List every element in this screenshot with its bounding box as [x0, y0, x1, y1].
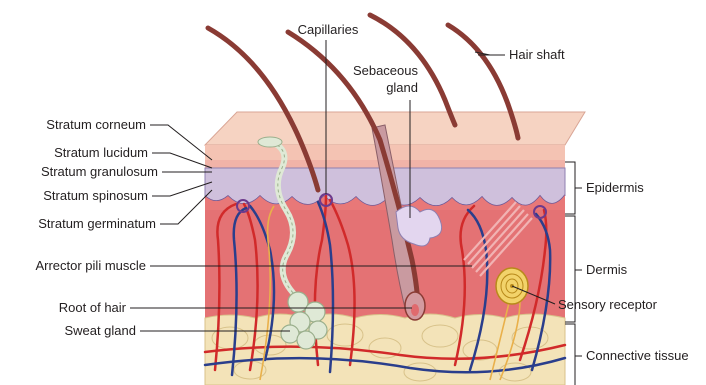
label-stratum-granulosum: Stratum granulosum [41, 164, 158, 179]
label-epidermis: Epidermis [586, 180, 644, 195]
label-stratum-germinatum: Stratum germinatum [38, 216, 156, 231]
label-sebaceous-gland-line2: gland [386, 80, 418, 95]
label-sebaceous-gland-line1: Sebaceous [353, 63, 419, 78]
label-stratum-corneum: Stratum corneum [46, 117, 146, 132]
label-connective-tissue: Connective tissue [586, 348, 689, 363]
sweat-pore [258, 137, 282, 147]
label-sweat-gland: Sweat gland [64, 323, 136, 338]
label-dermis: Dermis [586, 262, 628, 277]
label-arrector-pili-muscle: Arrector pili muscle [35, 258, 146, 273]
label-root-of-hair: Root of hair [59, 300, 127, 315]
label-sensory-receptor: Sensory receptor [558, 297, 658, 312]
label-capillaries: Capillaries [298, 22, 359, 37]
label-hair-shaft: Hair shaft [509, 47, 565, 62]
label-stratum-lucidum: Stratum lucidum [54, 145, 148, 160]
label-stratum-spinosum: Stratum spinosum [43, 188, 148, 203]
